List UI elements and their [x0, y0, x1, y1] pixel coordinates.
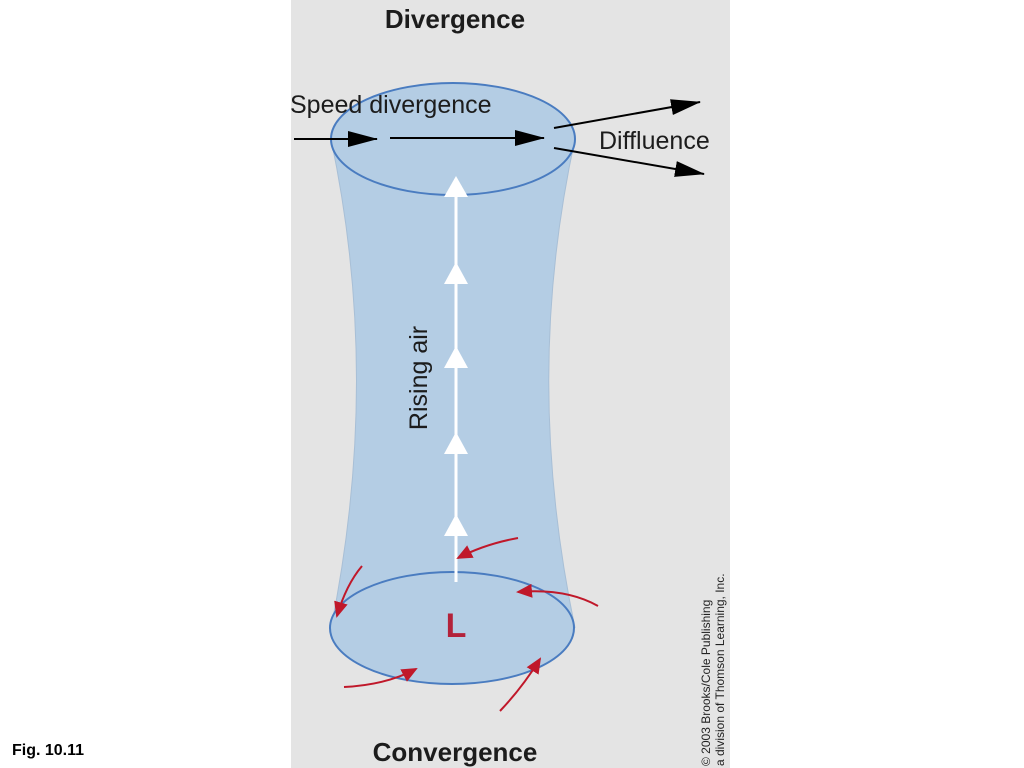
up-arrow-icon [444, 262, 468, 284]
bottom-ellipse [329, 571, 575, 685]
inflow-arrow-left [334, 565, 363, 618]
inflow-arrow-right [516, 583, 599, 607]
rising-air-arrowheads [444, 176, 468, 536]
up-arrow-icon [444, 432, 468, 454]
copyright-credit: © 2003 Brooks/Cole Publishing a division… [699, 573, 727, 766]
up-arrow-icon [444, 176, 468, 197]
diffluence-upper-arrow [553, 99, 701, 129]
column-right-edge [548, 138, 576, 629]
up-arrow-icon [444, 514, 468, 536]
low-pressure-symbol: L [446, 607, 467, 645]
air-column [331, 139, 575, 628]
inflow-arrow-lower-right [499, 657, 542, 712]
upper-flow-arrows [294, 99, 705, 177]
inflow-arrow-lower-left [343, 668, 418, 688]
convergence-heading: Convergence [373, 737, 538, 767]
up-arrow-icon [444, 346, 468, 368]
convergence-arrows [334, 537, 599, 712]
credit-line-2: a division of Thomson Learning, Inc. [713, 573, 727, 766]
rising-air-label: Rising air [405, 326, 433, 430]
inflow-arrow-upper-right [456, 537, 519, 559]
credit-line-1: © 2003 Brooks/Cole Publishing [699, 600, 713, 766]
column-left-edge [330, 138, 357, 629]
divergence-heading: Divergence [385, 4, 525, 34]
speed-divergence-label: Speed divergence [290, 91, 492, 119]
diffluence-lower-arrow [553, 147, 705, 177]
figure-caption: Fig. 10.11 [12, 742, 85, 759]
diffluence-label: Diffluence [599, 127, 710, 155]
